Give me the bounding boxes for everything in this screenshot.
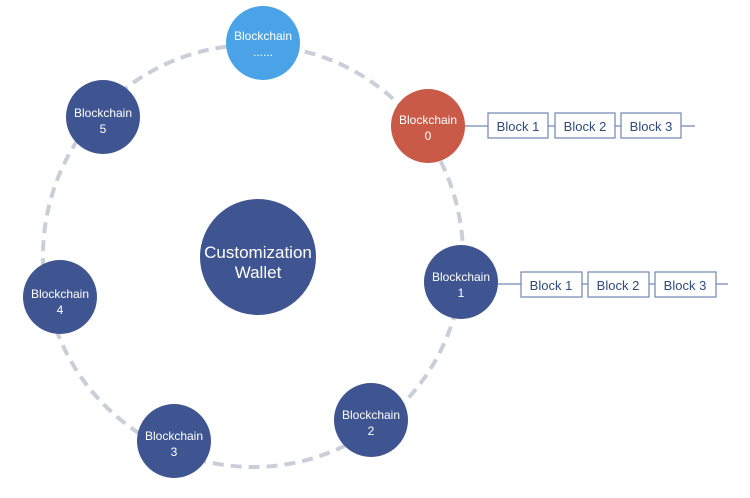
node-title: Blockchain: [234, 29, 292, 43]
node-subtitle: 1: [458, 286, 465, 300]
node-circle: [66, 80, 140, 154]
node-subtitle: 0: [425, 129, 432, 143]
blockchain-node-1[interactable]: Blockchain 1: [424, 245, 498, 319]
node-subtitle: ......: [253, 45, 273, 59]
blockchain-node-0[interactable]: Blockchain 0: [391, 89, 465, 163]
block-box[interactable]: [620, 112, 682, 139]
node-circle: [334, 383, 408, 457]
node-circle: [137, 404, 211, 478]
node-subtitle: 5: [100, 122, 107, 136]
blockchain-node-placeholder[interactable]: Blockchain ......: [226, 6, 300, 80]
block-chain-node-1: Block 1 Block 2 Block 3: [498, 271, 728, 298]
wallet-label-line2: Wallet: [235, 263, 282, 282]
block-box[interactable]: [554, 112, 616, 139]
node-title: Blockchain: [31, 287, 89, 301]
block-label: Block 1: [497, 119, 540, 134]
node-title: Blockchain: [342, 408, 400, 422]
wallet-circle: [200, 199, 316, 315]
node-title: Blockchain: [399, 113, 457, 127]
block-label: Block 3: [630, 119, 673, 134]
node-circle: [226, 6, 300, 80]
node-subtitle: 4: [57, 303, 64, 317]
blockchain-node-4[interactable]: Blockchain 4: [23, 260, 97, 334]
blockchain-node-5[interactable]: Blockchain 5: [66, 80, 140, 154]
blockchain-node-3[interactable]: Blockchain 3: [137, 404, 211, 478]
node-subtitle: 2: [368, 424, 375, 438]
node-title: Blockchain: [145, 429, 203, 443]
node-circle: [23, 260, 97, 334]
block-label: Block 3: [664, 278, 707, 293]
block-box[interactable]: [487, 112, 549, 139]
block-box[interactable]: [520, 271, 583, 298]
customization-wallet[interactable]: Customization Wallet: [200, 199, 316, 315]
node-subtitle: 3: [171, 445, 178, 459]
blockchain-node-2[interactable]: Blockchain 2: [334, 383, 408, 457]
node-title: Blockchain: [74, 106, 132, 120]
node-circle: [391, 89, 465, 163]
node-title: Blockchain: [432, 270, 490, 284]
block-label: Block 2: [564, 119, 607, 134]
block-chain-node-0: Block 1 Block 2 Block 3: [465, 112, 695, 139]
block-box[interactable]: [587, 271, 650, 298]
block-label: Block 2: [597, 278, 640, 293]
node-circle: [424, 245, 498, 319]
block-label: Block 1: [530, 278, 573, 293]
wallet-label-line1: Customization: [204, 243, 312, 262]
